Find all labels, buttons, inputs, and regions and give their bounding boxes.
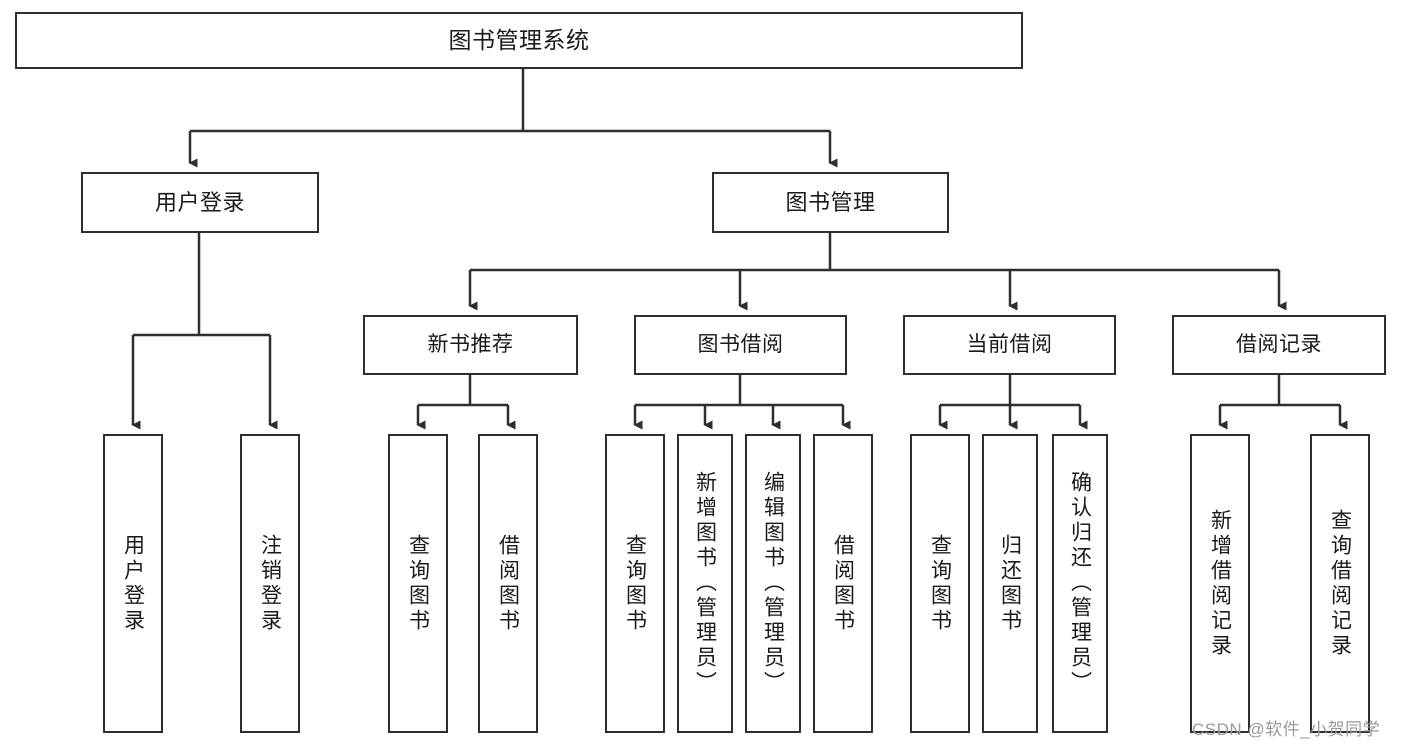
node-label: 新增借阅记录 [1208, 508, 1232, 659]
node-root-system[interactable]: 图书管理系统 [15, 12, 1023, 69]
node-leaf-return-book[interactable]: 归还图书 [982, 434, 1038, 733]
csdn-watermark: CSDN @软件_小贺同学 [1192, 720, 1381, 739]
node-book-borrow[interactable]: 图书借阅 [634, 315, 847, 375]
node-label: 新书推荐 [427, 332, 514, 356]
node-label: 用户登录 [154, 189, 245, 215]
node-leaf-user-login[interactable]: 用户登录 [103, 434, 163, 733]
node-label: 用户登录 [121, 533, 145, 634]
node-leaf-borrow-book-1[interactable]: 借阅图书 [478, 434, 538, 733]
node-label: 归还图书 [998, 533, 1022, 634]
node-label: 当前借阅 [966, 332, 1053, 356]
node-label: 图书管理 [785, 189, 876, 215]
node-leaf-logout-login[interactable]: 注销登录 [240, 434, 300, 733]
node-label: 编辑图书（管理员） [761, 471, 785, 696]
node-label: 确认归还（管理员） [1068, 471, 1092, 696]
node-label: 查询图书 [623, 533, 647, 634]
node-label: 注销登录 [258, 533, 282, 634]
node-leaf-add-record[interactable]: 新增借阅记录 [1190, 434, 1250, 733]
node-label: 借阅图书 [831, 533, 855, 634]
node-leaf-edit-book[interactable]: 编辑图书（管理员） [745, 434, 801, 733]
node-leaf-query-book-3[interactable]: 查询图书 [910, 434, 970, 733]
node-label: 查询图书 [406, 533, 430, 634]
node-leaf-query-book-2[interactable]: 查询图书 [605, 434, 665, 733]
node-leaf-add-book[interactable]: 新增图书（管理员） [677, 434, 733, 733]
node-label: 查询借阅记录 [1328, 508, 1352, 659]
node-label: 图书借阅 [697, 332, 784, 356]
node-book-management[interactable]: 图书管理 [712, 172, 949, 233]
node-leaf-confirm-return[interactable]: 确认归还（管理员） [1052, 434, 1108, 733]
node-label: 借阅记录 [1236, 332, 1322, 356]
node-leaf-query-book-1[interactable]: 查询图书 [388, 434, 448, 733]
node-label: 图书管理系统 [448, 27, 590, 54]
node-label: 新增图书（管理员） [693, 471, 717, 696]
node-user-login[interactable]: 用户登录 [81, 172, 319, 233]
node-leaf-query-record[interactable]: 查询借阅记录 [1310, 434, 1370, 733]
node-label: 借阅图书 [496, 533, 520, 634]
node-leaf-borrow-book-2[interactable]: 借阅图书 [813, 434, 873, 733]
node-label: 查询图书 [928, 533, 952, 634]
node-borrow-record[interactable]: 借阅记录 [1172, 315, 1386, 375]
node-new-book-recommend[interactable]: 新书推荐 [363, 315, 578, 375]
node-current-borrow[interactable]: 当前借阅 [903, 315, 1116, 375]
